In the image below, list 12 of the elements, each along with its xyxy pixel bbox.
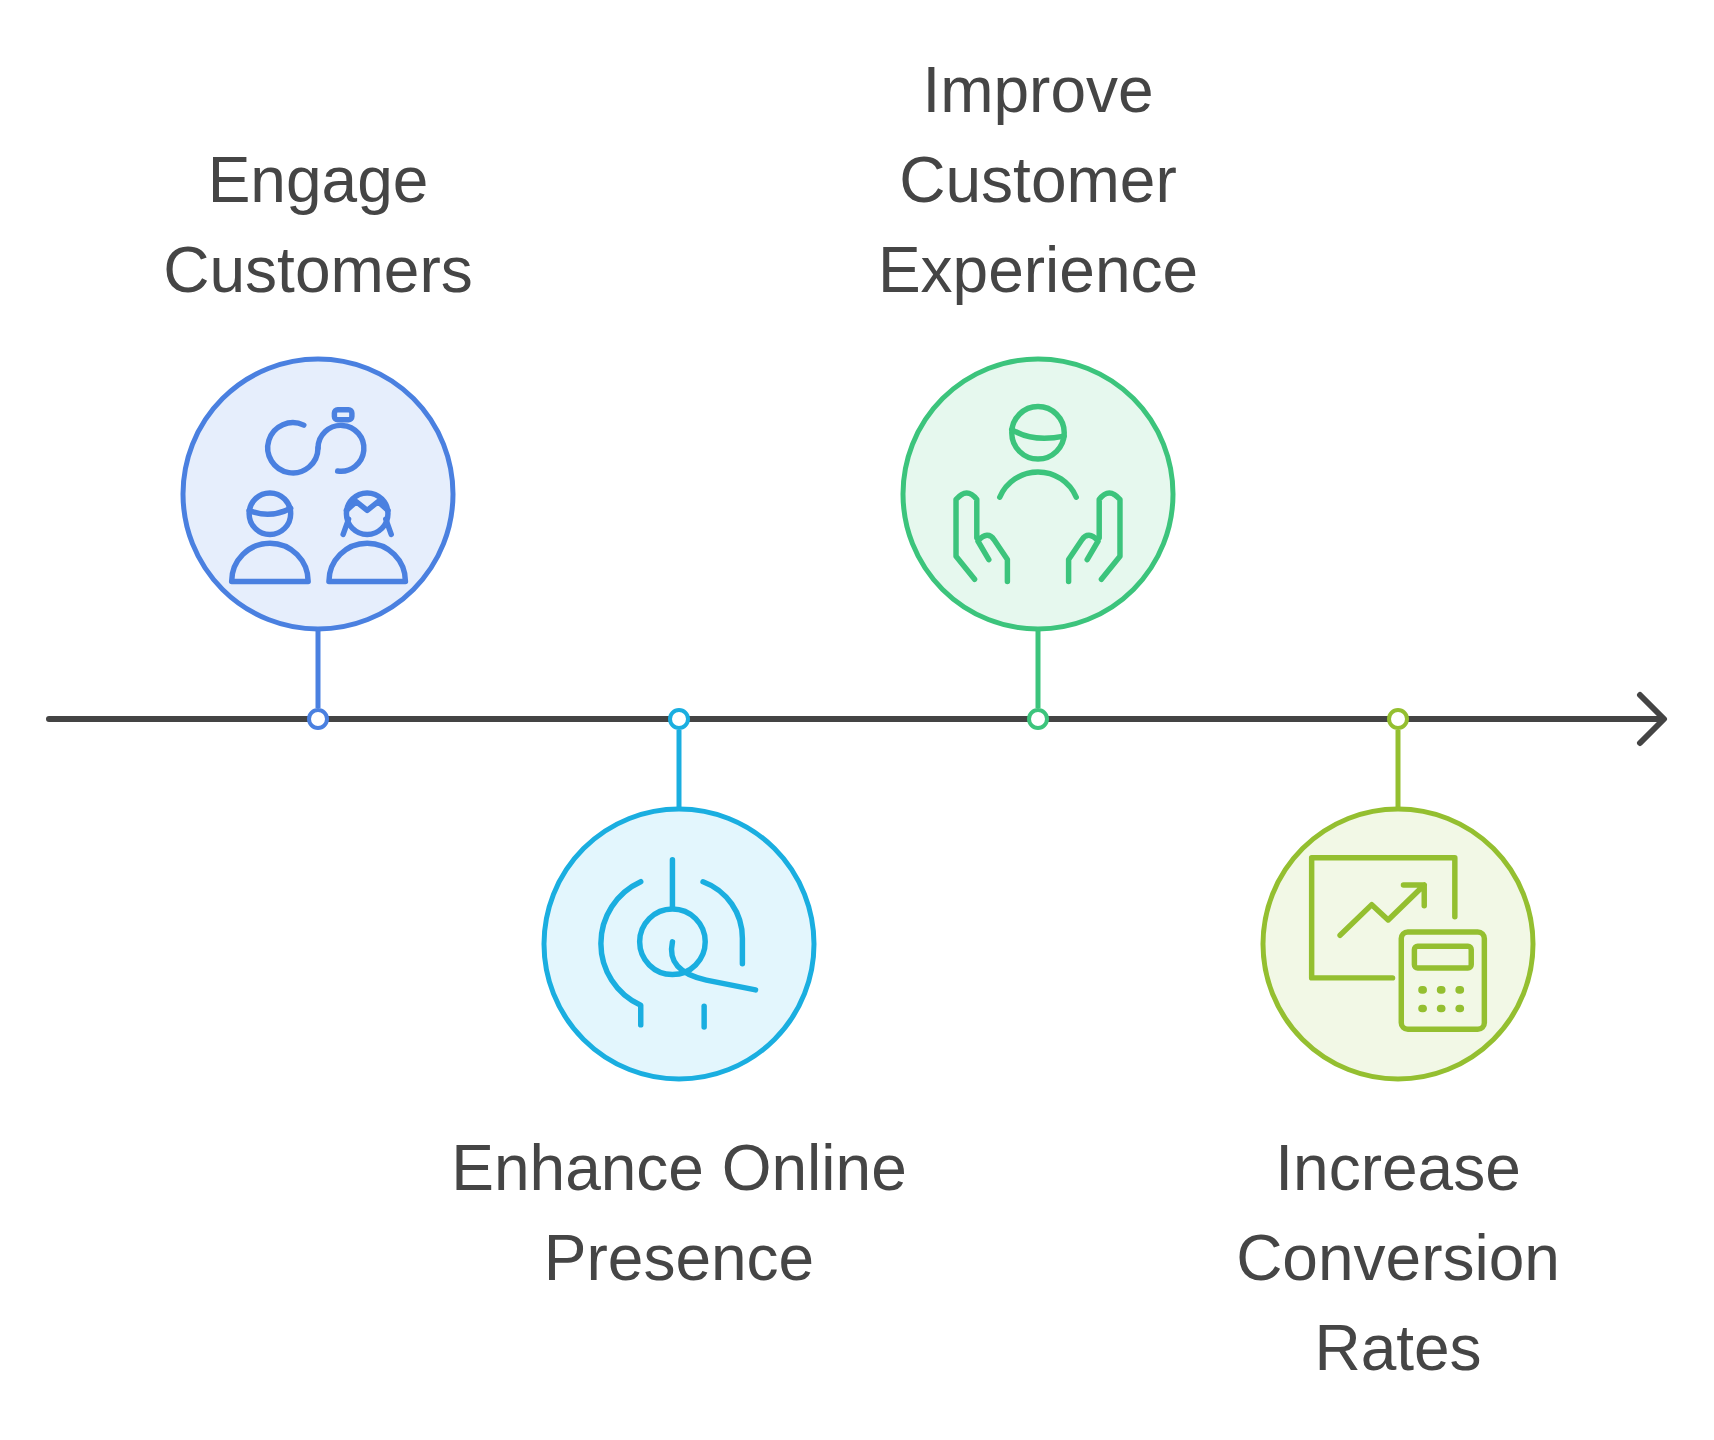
connector-line — [676, 730, 682, 807]
milestone-heading: Engage Customers — [162, 143, 474, 308]
connector-line — [1035, 631, 1041, 708]
timeline-dot — [1387, 708, 1409, 730]
timeline-dot — [668, 708, 690, 730]
milestone-heading: Increase Conversion Rates — [1235, 1131, 1561, 1386]
connector-line — [315, 631, 321, 708]
timeline-dot — [1027, 708, 1049, 730]
connector-line — [1395, 730, 1401, 807]
timeline-dot — [307, 708, 329, 730]
milestone-heading: Improve Customer Experience — [876, 53, 1200, 308]
milestone-heading: Enhance Online Presence — [450, 1131, 908, 1296]
